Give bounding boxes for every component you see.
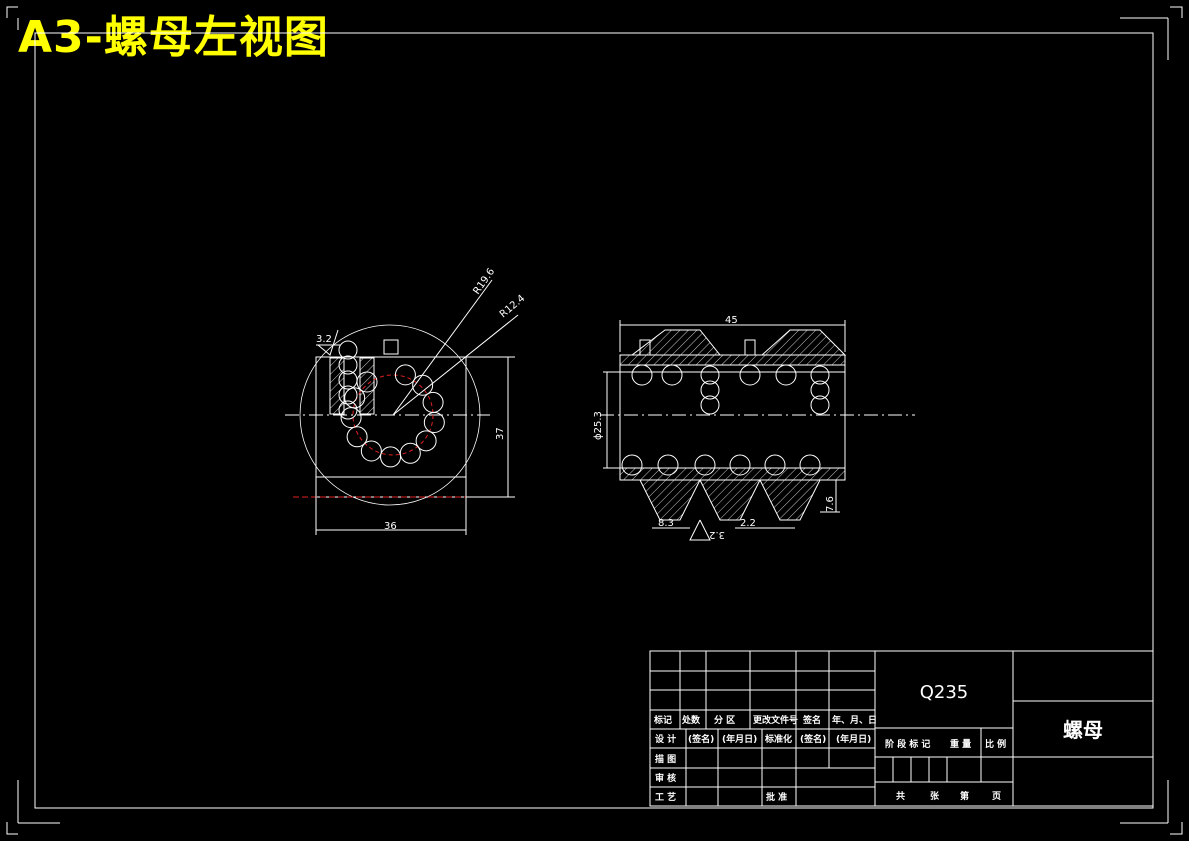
tb-zone: 分 区 [714, 714, 735, 726]
tb-process: 工 艺 [655, 791, 676, 803]
dim-bore: ϕ25.3 [593, 411, 604, 440]
ball [657, 454, 679, 476]
tb-page-no: 第 [960, 790, 969, 802]
dim-tooth-gap: 2.2 [740, 518, 756, 529]
dim-pitch: 8.3 [658, 518, 674, 529]
tb-sign2: (签名) [800, 733, 826, 745]
title-block [649, 650, 1154, 807]
ball [344, 387, 366, 409]
tb-scale: 比 例 [985, 738, 1006, 750]
tb-approve: 批 准 [766, 791, 787, 803]
ball [700, 380, 720, 400]
ball [338, 355, 358, 375]
ball [694, 454, 716, 476]
dim-length: 45 [725, 315, 738, 326]
tb-count: 处数 [681, 714, 701, 726]
ball [360, 440, 382, 462]
balls-section [621, 364, 830, 476]
tb-mark: 标记 [653, 714, 672, 726]
sheet-frame [6, 6, 1183, 835]
ball [631, 364, 653, 386]
ball [700, 395, 720, 415]
dim-width: 36 [384, 521, 397, 532]
ball [621, 454, 643, 476]
ball [338, 340, 358, 360]
dim-r-outer: R19.6 [471, 266, 497, 296]
ball [380, 446, 402, 468]
tb-sign: 签名 [802, 714, 821, 726]
tb-check: 描 图 [655, 753, 676, 765]
ball [661, 364, 683, 386]
ball [799, 454, 821, 476]
tb-design: 设 计 [655, 733, 676, 745]
page-title: A3-螺母左视图 [18, 12, 329, 63]
ball [415, 430, 437, 452]
title-block-text: Q235 螺母 标记 处数 分 区 更改文件号 签名 年、月、日 设 计 (签名… [653, 682, 1103, 803]
tb-date2: (年月日) [836, 733, 871, 745]
ball [338, 385, 358, 405]
outer-circle [299, 324, 481, 506]
material: Q235 [920, 682, 969, 703]
dim-angle: 3.2 [709, 529, 725, 540]
tb-sign1: (签名) [688, 733, 714, 745]
ball [775, 364, 797, 386]
ball [700, 365, 720, 385]
bolt-head [383, 339, 399, 355]
ball [810, 380, 830, 400]
section-view [600, 320, 915, 541]
ball [338, 370, 358, 390]
tb-standard: 标准化 [764, 733, 792, 745]
ball [338, 400, 358, 420]
tb-total: 共 [896, 790, 905, 802]
ball [394, 364, 416, 386]
tb-page-word: 页 [992, 791, 1001, 802]
tb-stage: 阶 段 标 记 [885, 738, 930, 750]
tb-date1: (年月日) [722, 733, 757, 745]
ball [810, 395, 830, 415]
ball [346, 426, 368, 448]
tb-weight: 重 量 [950, 738, 971, 750]
dim-r-inner: R12.4 [498, 293, 527, 320]
tb-date: 年、月、日 [832, 714, 877, 726]
ball [810, 365, 830, 385]
dim-small: 3.2 [316, 334, 332, 345]
ball [764, 454, 786, 476]
ball [739, 364, 761, 386]
dim-tooth-depth: 7.6 [825, 496, 836, 512]
ball [423, 411, 445, 433]
balls-left [338, 340, 445, 468]
dim-height: 37 [495, 427, 506, 440]
ball [729, 454, 751, 476]
tb-doc: 更改文件号 [753, 714, 798, 726]
tb-sheet-word: 张 [930, 790, 940, 802]
part-name: 螺母 [1063, 718, 1103, 742]
tb-review: 审 核 [655, 772, 676, 784]
left-view [285, 279, 519, 535]
